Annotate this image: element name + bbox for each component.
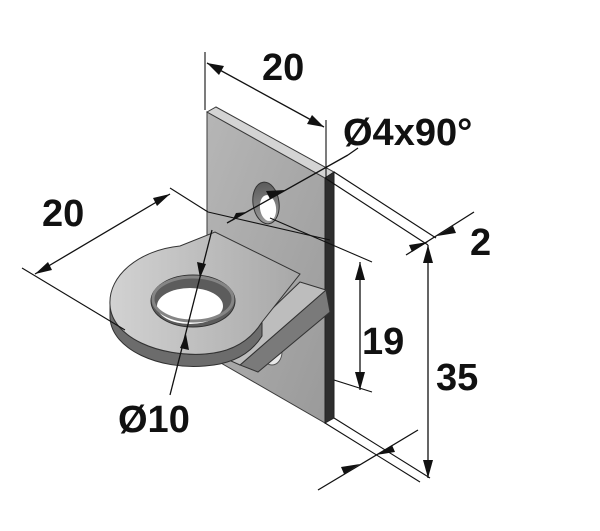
- dim-line-top-width: [206, 62, 325, 128]
- dim-thickness: 2: [470, 222, 491, 264]
- large-hole-through: [157, 288, 223, 324]
- dim-hole-offset: 19: [362, 321, 404, 363]
- dim-line-base-length: [34, 193, 171, 275]
- leader-large-hole: [169, 229, 213, 396]
- dim-large-hole: Ø10: [118, 399, 190, 441]
- dim-small-hole: Ø4x90°: [343, 112, 472, 154]
- dimension-lines: [21, 52, 475, 491]
- dim-top-width: 20: [262, 47, 304, 89]
- dim-total-height: 35: [436, 357, 478, 399]
- dim-base-length: 20: [42, 193, 84, 235]
- dim-line-bottom-thickness: [317, 429, 419, 491]
- bracket-part: [109, 106, 335, 424]
- leader-small-hole: [226, 154, 349, 224]
- large-hole-wall: [151, 275, 235, 323]
